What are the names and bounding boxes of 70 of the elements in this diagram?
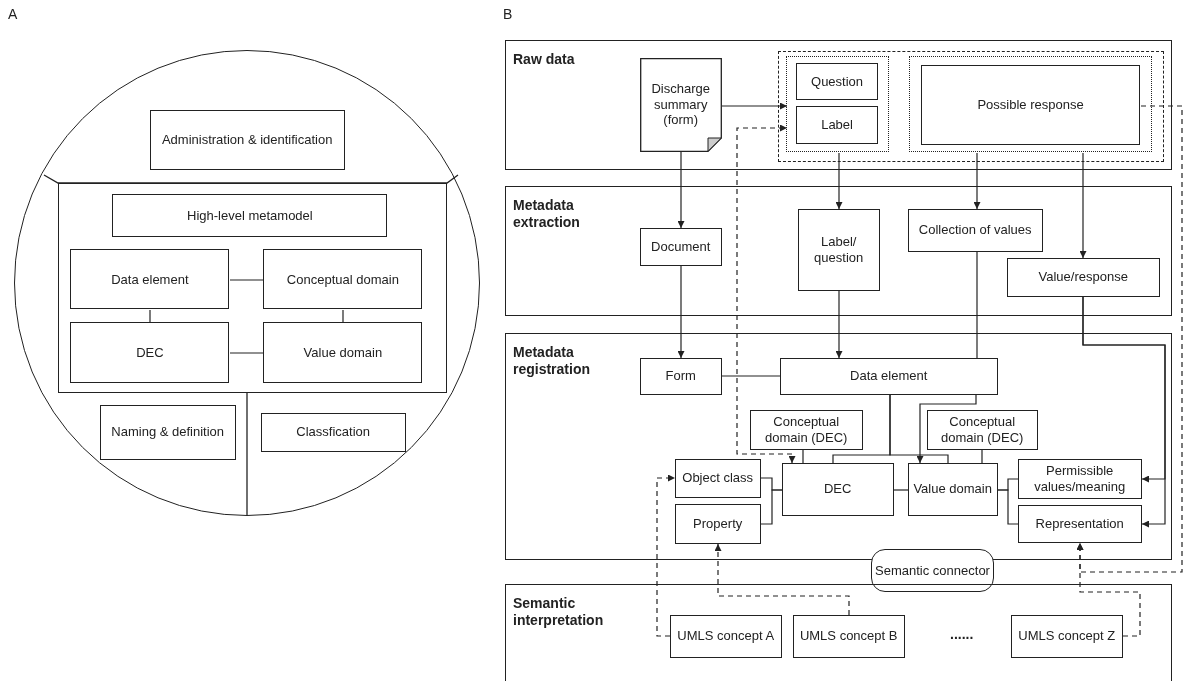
process-box: High-level metamodel [112, 194, 388, 238]
process-box: Data element [70, 249, 230, 310]
dashed-arrow [1076, 542, 1141, 637]
process-box: DEC [70, 322, 230, 384]
connector-line [976, 251, 978, 359]
process-box: Representation [1017, 504, 1142, 543]
process-box: UMLS concept A [669, 614, 782, 658]
process-box: Property [674, 503, 761, 544]
connector-line [229, 279, 265, 281]
band-title: Metadata extraction [513, 197, 581, 231]
dashed-arrow [714, 543, 850, 616]
process-box: Naming & definition [99, 404, 236, 460]
connector-line [342, 309, 344, 324]
process-box: UMLS concept Z [1010, 614, 1123, 658]
band-panel [505, 333, 1172, 560]
process-box: Collection of values [907, 208, 1043, 252]
band-panel [505, 584, 1172, 681]
process-box: Question [796, 63, 879, 101]
connector-line [893, 489, 909, 491]
process-box: Form [639, 357, 722, 395]
process-box: Administration & identification [149, 109, 345, 170]
process-box: Value domain [263, 322, 423, 384]
arrow [677, 151, 685, 229]
arrow [973, 152, 981, 210]
process-box: DEC [781, 462, 894, 516]
band-panel [505, 40, 1172, 170]
process-box: Conceptual domain (DEC) [926, 409, 1038, 450]
ellipsis-text: ...... [950, 626, 974, 642]
process-box: Label [796, 106, 879, 145]
connector-line [760, 489, 783, 525]
metamodel-frame [57, 182, 447, 393]
arrow [916, 394, 977, 464]
process-box: Classfication [260, 412, 406, 452]
connector-line [802, 449, 804, 464]
band-title: Semantic interpretation [513, 595, 605, 629]
band-title: Raw data [513, 51, 576, 68]
process-box: Data element [779, 357, 998, 395]
arrow [721, 102, 788, 110]
process-box: Value domain [907, 462, 998, 516]
connector-line [889, 394, 949, 464]
band-panel [505, 186, 1172, 316]
process-box: Permissible values/meaning [1017, 458, 1142, 499]
process-box: Conceptual domain [263, 249, 423, 310]
connector-line [981, 449, 983, 464]
dashed-frame [777, 50, 1164, 162]
process-box: Value/response [1006, 257, 1160, 297]
arrow [835, 152, 843, 210]
connector-line [149, 309, 151, 324]
arrow [677, 265, 685, 359]
dashed-double-arrow [736, 124, 796, 464]
process-box: Object class [674, 458, 761, 498]
arrow [1082, 296, 1166, 528]
dotted-frame [909, 56, 1153, 153]
process-box: Label/ question [797, 208, 880, 291]
rounded-box: Semantic connector [871, 549, 994, 592]
dotted-frame [786, 56, 890, 153]
connector-line [229, 352, 265, 354]
connector-line [721, 375, 781, 377]
connector-line [997, 489, 1019, 525]
arrow [1079, 152, 1087, 259]
dashed-arrow [656, 474, 676, 637]
band-title: Metadata registration [513, 344, 591, 378]
arrow [835, 290, 843, 359]
process-box: Conceptual domain (DEC) [749, 409, 863, 450]
panel-label: A [8, 6, 18, 22]
panel-label: B [503, 6, 513, 22]
process-box: Document [639, 227, 722, 266]
process-box: UMLS concept B [792, 614, 905, 658]
process-box: Possible response [921, 65, 1141, 146]
document-shape: Discharge summary (form) [639, 57, 722, 152]
